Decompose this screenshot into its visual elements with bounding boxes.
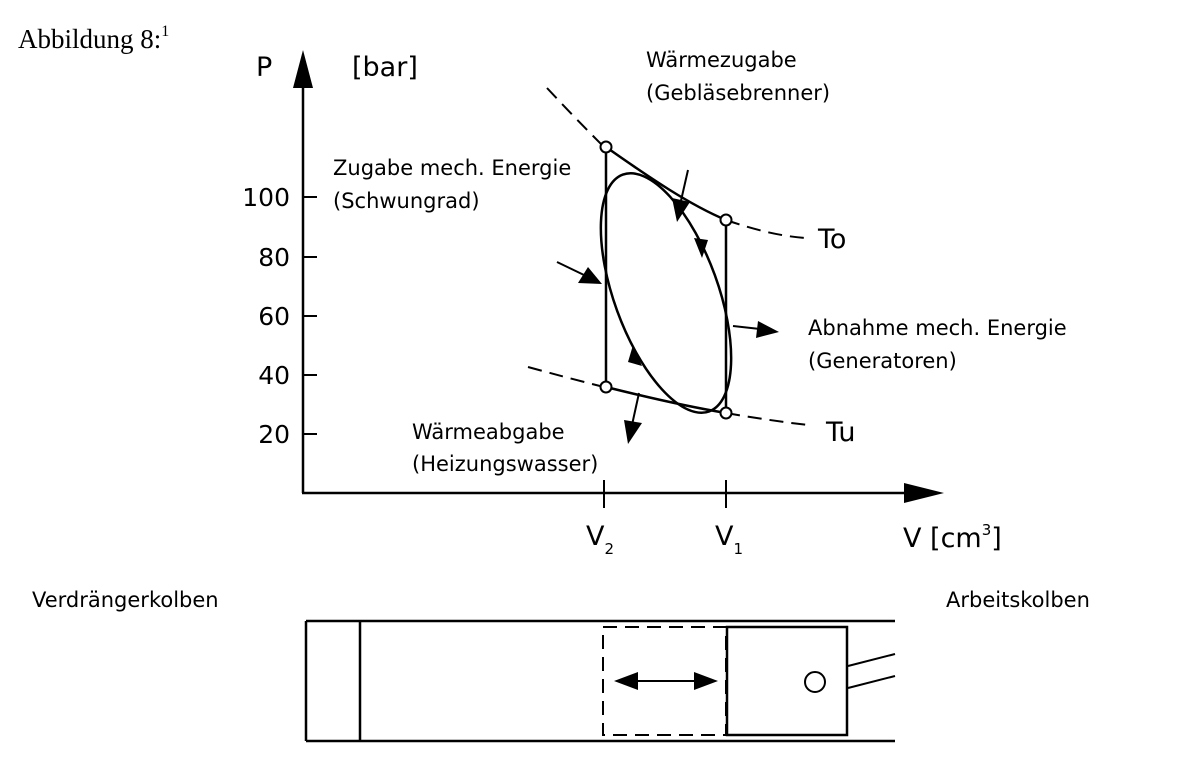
state-point-top-left — [599, 140, 613, 154]
connecting-rod-lower — [847, 675, 896, 689]
connecting-rod-upper — [847, 653, 896, 667]
real-cycle-ellipse — [599, 172, 733, 414]
piston-motion-arrowhead-right — [694, 672, 718, 690]
mech-out-label-line1: Abnahme mech. Energie — [808, 316, 1067, 340]
heat-out-arrowhead — [624, 420, 642, 444]
mech-in-arrow-shaft — [556, 261, 585, 276]
heat-out-arrow-shaft — [631, 392, 640, 426]
figure-title: Abbildung 8:1 — [18, 23, 169, 54]
heat-out-label-line2: (Heizungswasser) — [412, 452, 598, 476]
mech-out-arrow-shaft — [732, 325, 761, 330]
mech-in-label-line2: (Schwungrad) — [333, 189, 480, 213]
cycle-direction-arrow-right — [694, 238, 708, 258]
mech-out-arrowhead — [756, 321, 779, 338]
working-piston — [725, 625, 849, 737]
x-label-v1: V1 — [715, 521, 743, 558]
heat-out-label-line1: Wärmeabgabe — [412, 420, 565, 444]
displacer-piston-label: Verdrängerkolben — [32, 588, 219, 612]
y-tick-label-40: 40 — [258, 361, 290, 390]
cylinder-drawing — [304, 619, 896, 743]
isotherm-lower-label: Tu — [825, 417, 856, 448]
x-axis-label: V [cm3] — [903, 521, 1002, 554]
working-piston-label: Arbeitskolben — [946, 588, 1090, 612]
heat-in-label-line1: Wärmezugabe — [646, 48, 797, 72]
isotherm-upper-dash-left — [546, 87, 605, 148]
isotherm-lower-dash-left — [527, 366, 605, 388]
isotherm-upper-solid — [605, 145, 727, 222]
y-ticks: 100 80 60 40 20 — [242, 183, 317, 449]
isotherm-upper-label: To — [817, 224, 846, 255]
heat-in-arrowhead — [672, 198, 690, 222]
y-axis-arrowhead — [293, 50, 313, 88]
piston-motion-arrowhead-left — [614, 672, 638, 690]
state-point-bottom-right — [719, 406, 733, 420]
state-point-bottom-left — [599, 380, 613, 394]
y-tick-label-20: 20 — [258, 420, 290, 449]
isotherm-lower-dash-right — [725, 412, 809, 426]
heat-in-arrow-shaft — [679, 169, 689, 206]
piston-pin — [804, 671, 826, 693]
x-label-v2: V2 — [586, 521, 614, 558]
mech-out-label-line2: (Generatoren) — [808, 349, 957, 373]
cycle-direction-arrow-left — [628, 345, 642, 366]
y-axis-unit: [bar] — [352, 52, 418, 83]
y-axis-symbol: P — [256, 52, 272, 83]
isotherm-upper-dash-right — [725, 219, 806, 239]
mech-in-label-line1: Zugabe mech. Energie — [333, 156, 571, 180]
y-tick-label-60: 60 — [258, 302, 290, 331]
state-point-top-right — [719, 213, 733, 227]
heat-in-label-line2: (Gebläsebrenner) — [646, 81, 830, 105]
mech-in-arrowhead — [578, 267, 602, 284]
y-tick-label-100: 100 — [242, 183, 290, 212]
figure-footnote-mark: 1 — [161, 23, 169, 40]
figure-title-text: Abbildung 8: — [18, 24, 161, 54]
x-axis-arrowhead — [904, 483, 944, 503]
y-tick-label-80: 80 — [258, 243, 290, 272]
isotherm-lower-solid — [605, 385, 727, 415]
